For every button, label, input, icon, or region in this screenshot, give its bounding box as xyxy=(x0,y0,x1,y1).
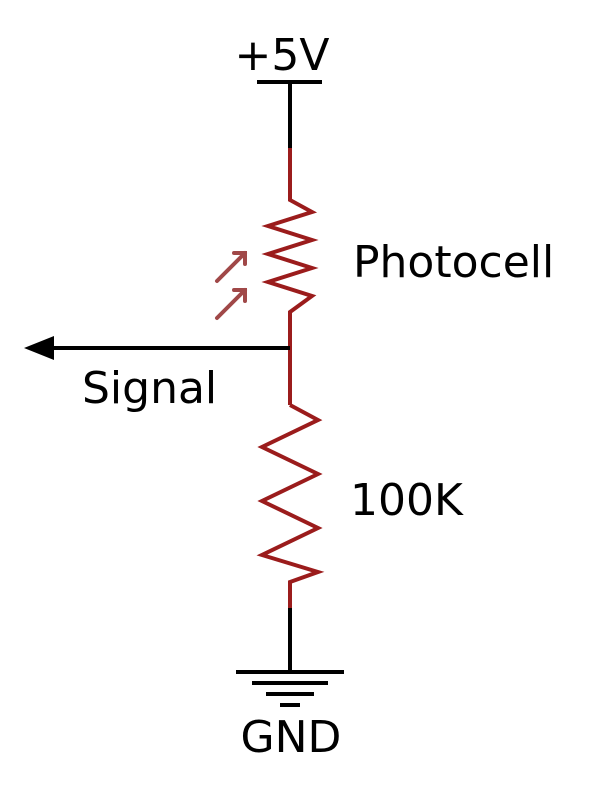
photocell xyxy=(215,148,319,352)
photocell-label: Photocell xyxy=(353,237,554,288)
ground-label: GND xyxy=(241,712,342,763)
signal-arrow-icon xyxy=(24,336,54,360)
ground-symbol-icon xyxy=(236,670,344,707)
resistor-zigzag xyxy=(256,403,325,608)
photocell-zigzag xyxy=(261,148,319,352)
resistor xyxy=(256,352,325,608)
resistor-label: 100K xyxy=(350,475,464,526)
supply-label: +5V xyxy=(235,30,330,81)
signal-label: Signal xyxy=(82,363,217,414)
light-arrows-icon xyxy=(215,251,247,320)
